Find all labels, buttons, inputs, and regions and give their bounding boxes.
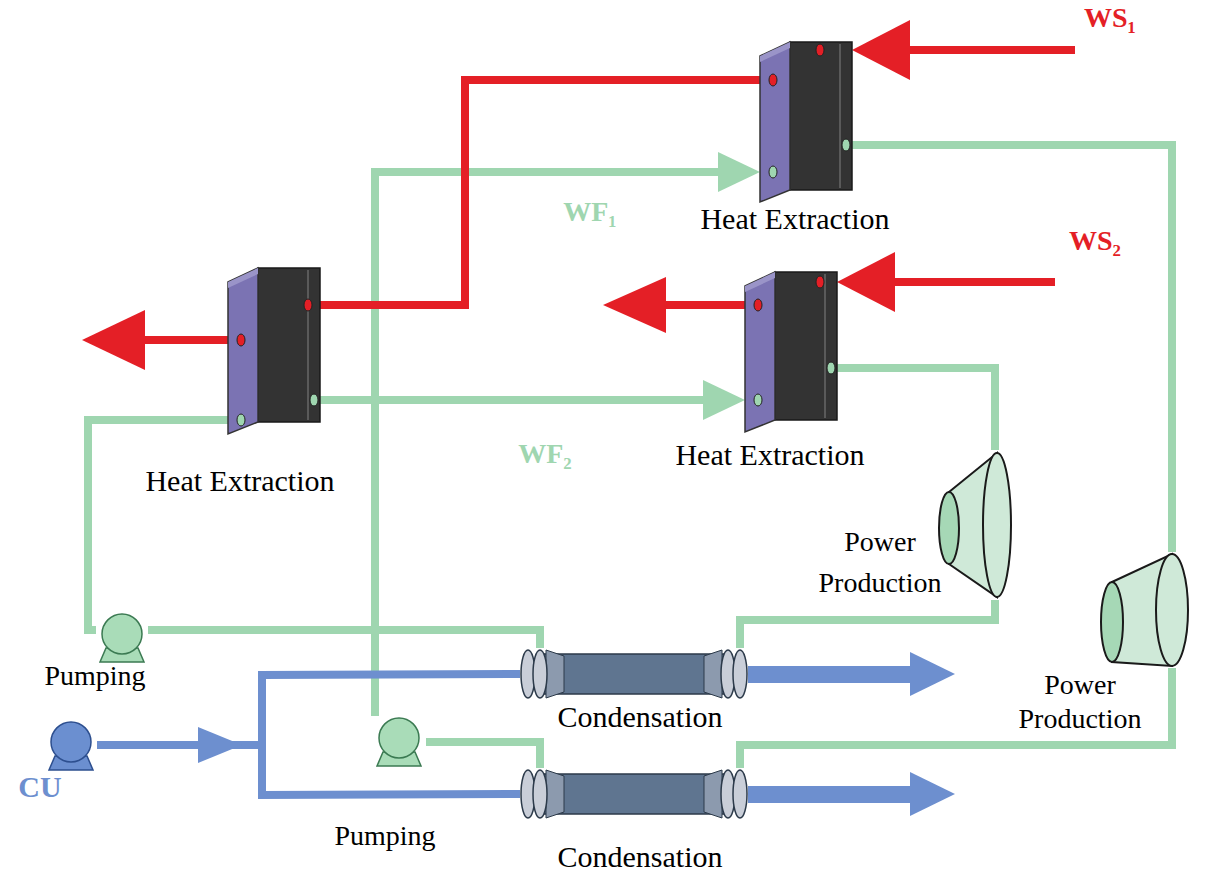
ws2-outlet-shaft (660, 301, 745, 309)
heat-exchanger: Heat Extraction (760, 42, 852, 202)
node-label: Heat Extraction (665, 202, 925, 237)
pipe (852, 145, 1172, 552)
ws1-outlet-head (82, 310, 145, 370)
pump: Pumping (372, 716, 426, 768)
pipe (97, 674, 520, 745)
node-label: Power Production (995, 668, 1165, 735)
arrow-head (718, 152, 760, 192)
stream-label: WS₂ (1069, 225, 1121, 257)
pipe-line (852, 145, 1172, 552)
arrow-head (703, 380, 745, 420)
turbine-shape (935, 450, 1013, 600)
pipe (740, 600, 995, 648)
node-label: Condensation (520, 700, 760, 735)
ws2-inlet-head (837, 252, 895, 312)
pipe-line (375, 172, 722, 716)
pipe-line (740, 600, 995, 648)
pipe-line (837, 368, 995, 450)
ws2-inlet-shaft (890, 278, 1055, 286)
pipe-line (148, 630, 540, 648)
turbine: Power Production (935, 450, 1013, 600)
node-label: Heat Extraction (110, 464, 370, 499)
node-label: Power Production (805, 522, 955, 603)
utility-pump: CU (45, 720, 97, 772)
condenser: Condensation (520, 768, 748, 820)
heat-exchanger: Heat Extraction (228, 268, 320, 434)
node-label: Pumping (320, 820, 450, 852)
node-label: CU (5, 770, 75, 805)
pipe (426, 742, 540, 768)
ws1-inlet-shaft (906, 46, 1075, 54)
ws1-outlet-shaft (140, 336, 228, 344)
heat-exchanger-shape (760, 42, 852, 202)
cu-outlet-shaft (748, 786, 914, 803)
ws1-inlet-head (852, 20, 910, 80)
ws2-outlet-head (603, 277, 666, 333)
condenser-shape (520, 768, 748, 820)
pipe (320, 380, 745, 420)
node-label: Pumping (30, 660, 160, 692)
pipe-line (426, 742, 540, 768)
condenser-shape (520, 648, 748, 700)
cu-outlet-shaft (748, 666, 914, 683)
pipe-line (320, 396, 707, 404)
pipe (148, 630, 540, 648)
cu-outlet-head (910, 772, 955, 816)
stream-label: WF₂ (518, 438, 572, 470)
pipe-line (320, 80, 760, 305)
pump-shape (96, 612, 148, 664)
cooling-arrows (198, 652, 955, 816)
heat-exchanger-shape (745, 272, 837, 432)
node-label: Condensation (520, 840, 760, 875)
turbine: Power Production (1098, 552, 1190, 668)
heat-exchanger: Heat Extraction (745, 272, 837, 432)
pipe (88, 420, 228, 630)
condenser: Condensation (520, 648, 748, 700)
pipe-line (97, 745, 520, 795)
utility-pump-shape (45, 720, 97, 772)
stream-label: WF₁ (563, 196, 617, 228)
turbine-shape (1098, 552, 1190, 668)
pipe-line (88, 420, 228, 630)
pump-shape (372, 716, 426, 768)
node-label: Heat Extraction (640, 438, 900, 473)
cu-flow-head (198, 727, 242, 763)
heat-exchanger-shape (228, 268, 320, 434)
cu-outlet-head (910, 652, 955, 696)
pipe (320, 80, 760, 305)
stream-label: WS₁ (1084, 2, 1136, 34)
pipe (837, 368, 995, 450)
pipe-line (97, 674, 520, 745)
pump: Pumping (96, 612, 148, 664)
pipe (97, 745, 520, 795)
